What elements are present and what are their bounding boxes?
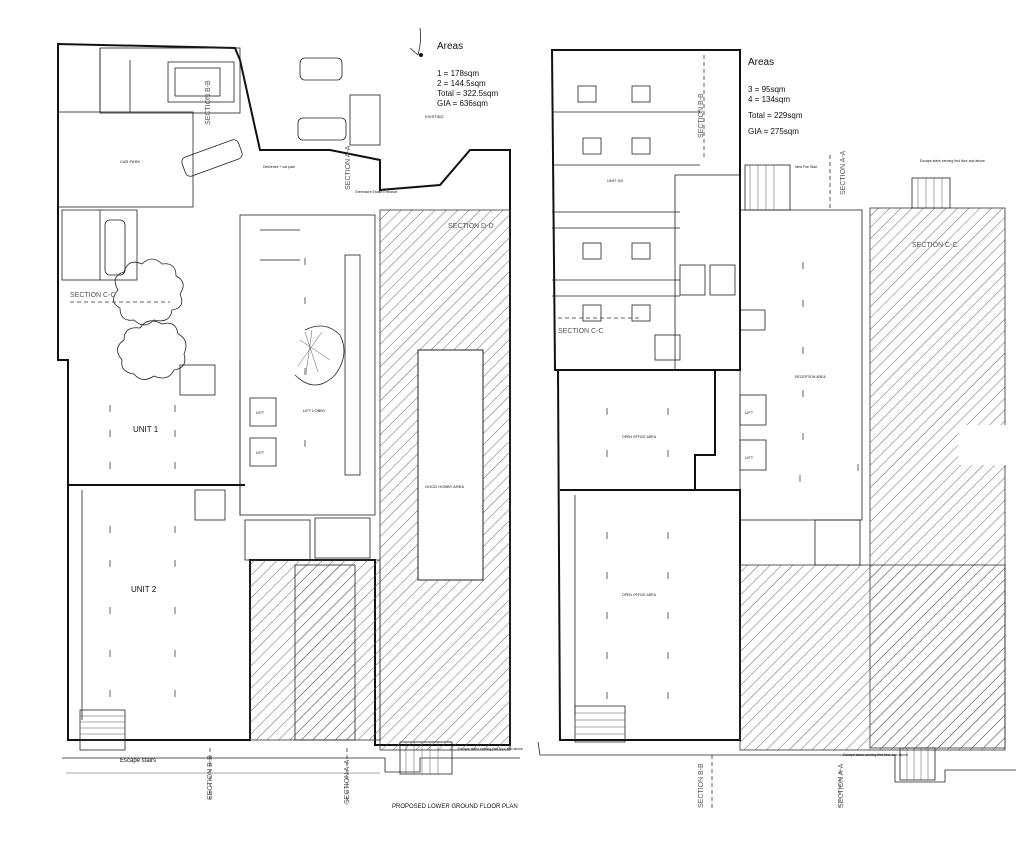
left-note-deliveries: Deliveries + car park [263, 165, 295, 169]
left-unit-2-label: UNIT 2 [131, 585, 157, 594]
left-section-a-a-top: SECTION A-A [345, 145, 352, 190]
left-note-estate-entrance: Greenacre Estate Entrance [355, 190, 397, 194]
left-section-a-a-bottom: SECTION A-A [344, 759, 351, 804]
right-section-c-c-hatch: SECTION C-C [912, 242, 958, 249]
right-plan [537, 49, 1016, 808]
right-section-a-a-bottom: SECTION A-A [838, 763, 845, 808]
right-room-office-2: OPEN OFFICE AREA [622, 593, 657, 597]
left-room-existing: EXISTING [425, 114, 444, 119]
left-area-line-1: 1 = 178sqm [437, 69, 479, 78]
left-area-line-3: Total = 322.5sqm [437, 89, 498, 98]
left-section-b-b-bottom: SECTION B-B [207, 755, 214, 800]
left-unit-1-label: UNIT 1 [133, 425, 159, 434]
right-area-line-2: 4 = 134sqm [748, 95, 790, 104]
right-areas-title: Areas [748, 57, 774, 68]
right-area-line-1: 3 = 95sqm [748, 85, 786, 94]
right-section-b-b-top: SECTION B-B [698, 93, 705, 138]
left-note-escape-stairs-above: Escape stairs serving first floor and ab… [458, 747, 523, 751]
left-area-line-4: GIA = 636sqm [437, 99, 488, 108]
right-area-line-4: GIA = 275sqm [748, 127, 799, 136]
left-section-c-c: SECTION C-C [70, 292, 116, 299]
right-section-a-a-top: SECTION A-A [840, 150, 847, 195]
right-note-new-fire-stair: New Fire Stair [795, 165, 818, 169]
right-area-line-3: Total = 229sqm [748, 111, 803, 120]
right-room-reception: RECEPTION AREA [795, 375, 826, 379]
right-note-escape-stairs-top: Escape stairs serving first floor and ab… [920, 159, 985, 163]
right-note-escape-stairs-bottom: Escape stairs serving first floor and ab… [843, 753, 908, 757]
left-areas-title: Areas [437, 41, 463, 52]
left-section-b-b-top: SECTION B-B [205, 80, 212, 125]
left-section-d-d: SECTION D-D [448, 223, 494, 230]
right-unit-3-4-label: UNIT 3/4 [607, 178, 624, 183]
left-room-lift-2: LIFT [256, 450, 265, 455]
right-section-b-b-bottom: SECTION B-B [698, 763, 705, 808]
right-section-c-c-left: SECTION C-C [558, 328, 604, 335]
left-plan [57, 27, 520, 805]
left-room-car-park: CAR PARK [120, 159, 140, 164]
left-room-lift-1: LIFT [256, 410, 265, 415]
left-room-lift-lobby: LIFT LOBBY [303, 408, 326, 413]
left-area-line-2: 2 = 144.5sqm [437, 79, 486, 88]
right-room-lift-2: LIFT [745, 455, 754, 460]
right-room-office-1: OPEN OFFICE AREA [622, 435, 657, 439]
left-note-escape-stairs: Escape stairs [120, 758, 156, 764]
right-room-lift-1: LIFT [745, 410, 754, 415]
drawing-title: PROPOSED LOWER GROUND FLOOR PLAN [392, 804, 518, 810]
left-room-good-hobby-area: GOOD HOBBY AREA [425, 484, 464, 489]
